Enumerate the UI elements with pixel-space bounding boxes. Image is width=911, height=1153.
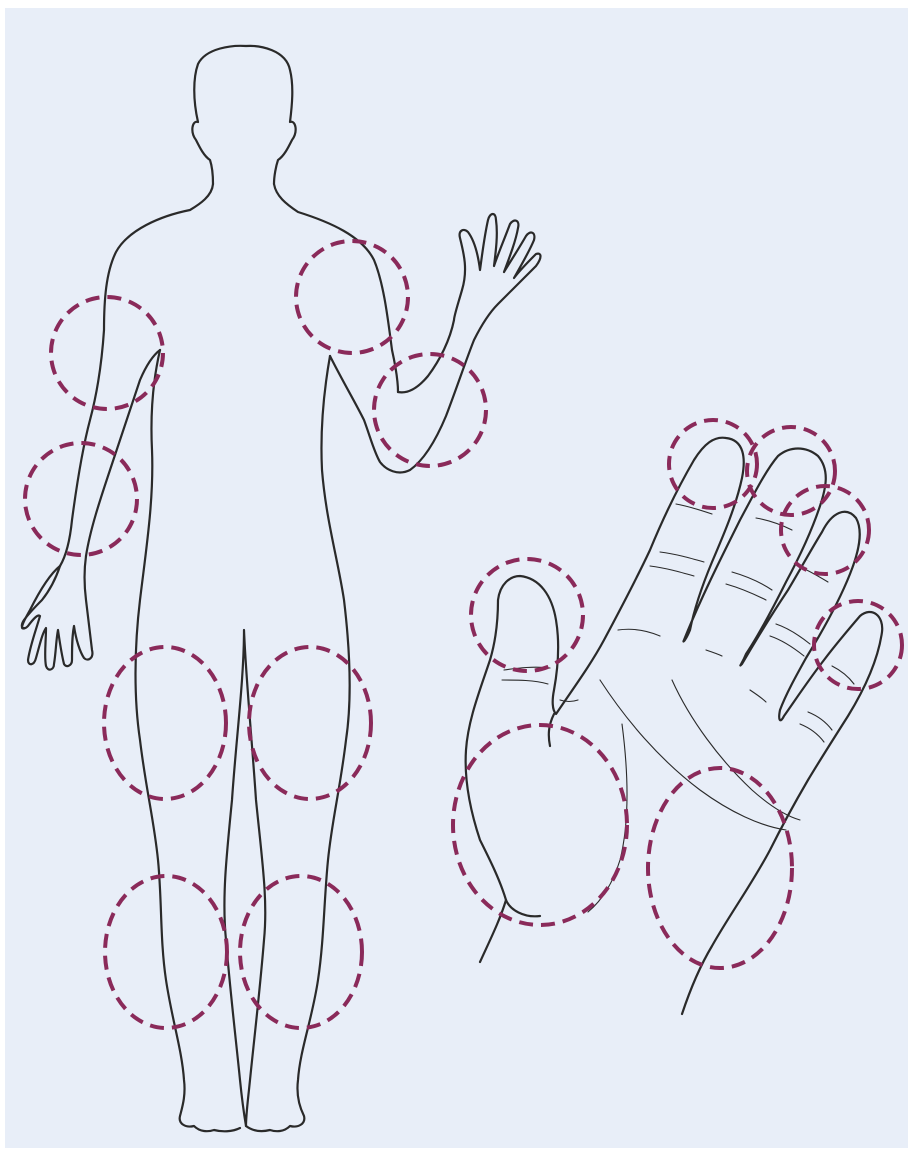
background-panel xyxy=(5,8,908,1148)
